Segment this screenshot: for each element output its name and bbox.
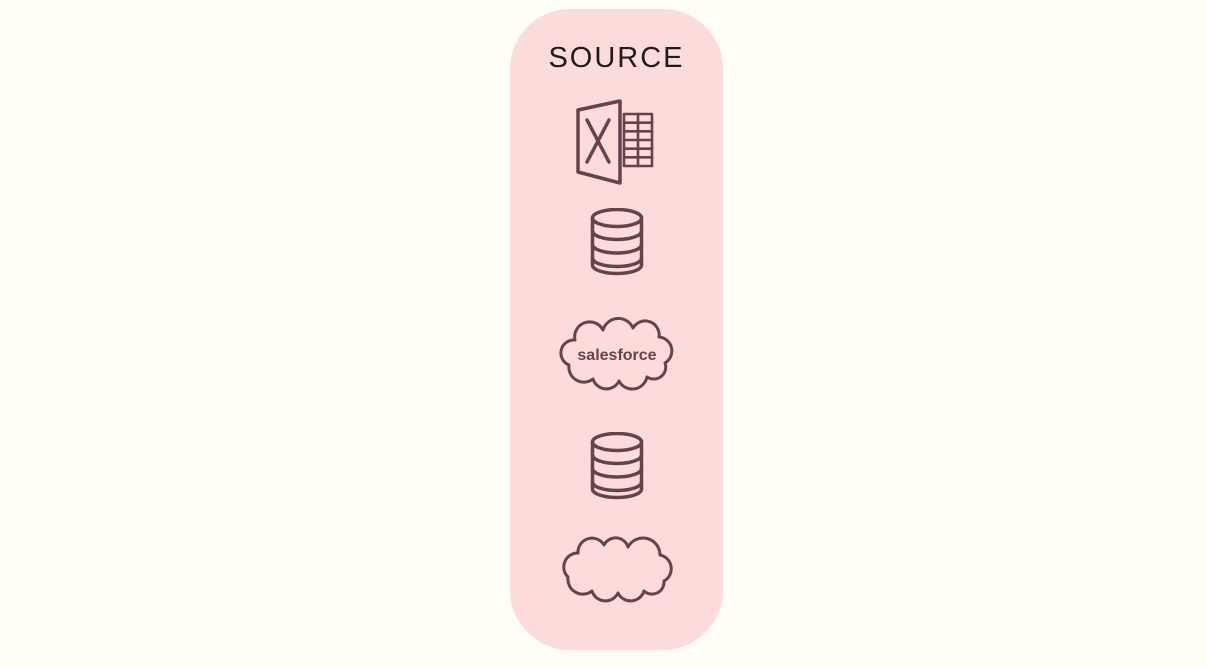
- database-band: [590, 242, 643, 255]
- salesforce-logo-text: salesforce: [577, 347, 656, 364]
- cloud-outline: [561, 536, 673, 603]
- database-band: [590, 256, 643, 269]
- salesforce-icon: salesforce: [555, 313, 679, 397]
- excel-grid: [622, 112, 653, 168]
- database-top: [590, 207, 643, 229]
- database-band: [590, 453, 643, 466]
- database-icon: [589, 207, 645, 276]
- database-band: [590, 229, 643, 242]
- excel-icon: [573, 98, 661, 188]
- database-band: [590, 480, 643, 493]
- database-body: [590, 440, 643, 500]
- source-panel: SOURCE: [510, 9, 723, 650]
- cloud-icon: [556, 527, 678, 611]
- salesforce-cloud-outline: [558, 317, 673, 391]
- database-icon: [589, 431, 645, 500]
- excel-x-letter: [584, 118, 611, 164]
- excel-page: [575, 99, 622, 185]
- panel-title: SOURCE: [548, 42, 685, 74]
- database-band: [590, 466, 643, 479]
- database-body: [590, 216, 643, 276]
- database-top: [590, 431, 643, 453]
